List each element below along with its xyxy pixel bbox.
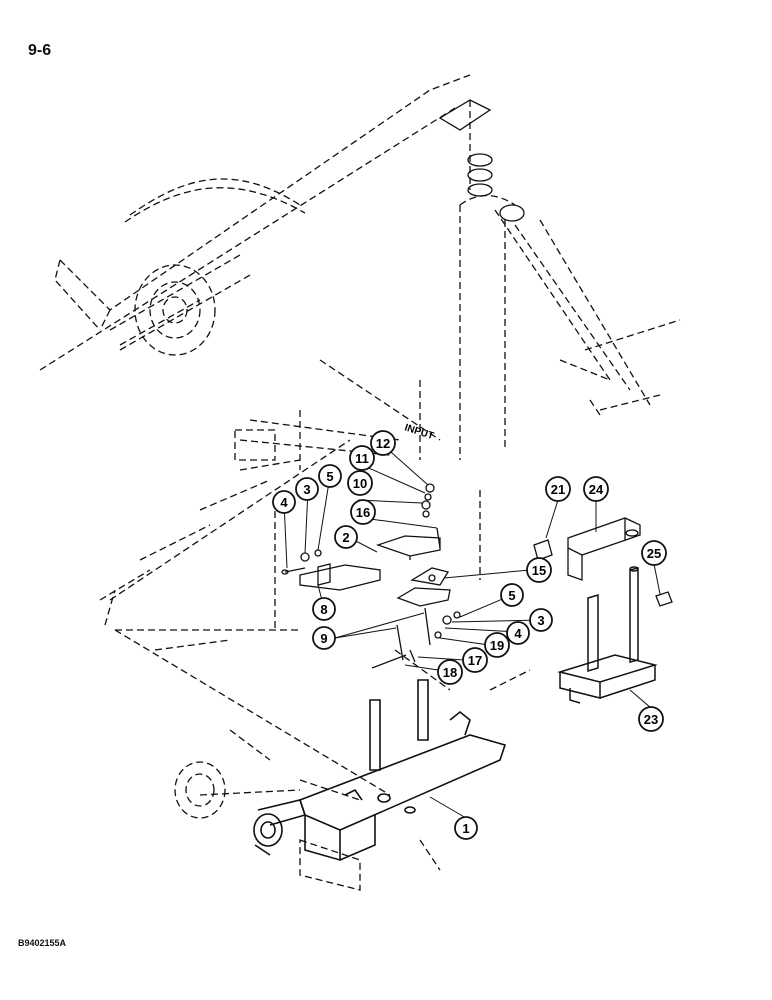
svg-text:17: 17 [468, 653, 482, 668]
square-25 [655, 591, 673, 607]
figure-code: B9402155A [18, 938, 67, 948]
bracket-24 [567, 517, 641, 581]
stand-23 [557, 566, 658, 704]
bolts [281, 527, 441, 669]
callout-19: 19 [484, 632, 510, 658]
callout-1: 1 [454, 816, 478, 840]
plate-upper [375, 535, 441, 560]
svg-text:5: 5 [326, 469, 333, 484]
callout-21: 21 [545, 476, 571, 502]
callout-3: 3 [295, 477, 319, 501]
svg-text:18: 18 [443, 665, 457, 680]
svg-text:9: 9 [320, 631, 327, 646]
svg-text:3: 3 [537, 613, 544, 628]
callout-5: 5 [318, 464, 342, 488]
svg-text:21: 21 [551, 482, 565, 497]
svg-text:8: 8 [320, 602, 327, 617]
callout-15: 15 [526, 557, 552, 583]
callout-17: 17 [462, 647, 488, 673]
callout-12: 12 [370, 430, 396, 456]
callout-10: 10 [347, 470, 373, 496]
callouts: 1 2 3 3 4 4 5 5 [272, 430, 667, 840]
callout-2: 2 [334, 525, 358, 549]
pin-21 [533, 539, 553, 561]
plate-15 [410, 567, 450, 586]
callout-8: 8 [312, 597, 336, 621]
svg-text:2: 2 [342, 530, 349, 545]
callout-11: 11 [349, 445, 375, 471]
top-bracket [438, 99, 525, 222]
page-number: 9-6 [28, 42, 52, 59]
main-frame [253, 679, 507, 862]
callout-4: 4 [506, 621, 530, 645]
svg-text:3: 3 [303, 482, 310, 497]
svg-text:11: 11 [355, 451, 369, 466]
svg-text:23: 23 [644, 712, 658, 727]
svg-text:16: 16 [356, 505, 370, 520]
svg-text:12: 12 [376, 436, 390, 451]
svg-text:5: 5 [508, 588, 515, 603]
callout-18: 18 [437, 659, 463, 685]
plate-lower [396, 587, 451, 607]
plate-left [299, 563, 381, 591]
input-label: INPUT [403, 422, 435, 442]
washers-nuts [300, 483, 461, 639]
svg-text:24: 24 [589, 482, 604, 497]
svg-text:15: 15 [532, 563, 546, 578]
callout-24: 24 [583, 476, 609, 502]
callout-16: 16 [350, 499, 376, 525]
callout-9: 9 [312, 626, 336, 650]
svg-text:25: 25 [647, 546, 661, 561]
callout-5: 5 [500, 583, 524, 607]
svg-text:4: 4 [280, 495, 288, 510]
callout-4: 4 [272, 490, 296, 514]
callout-23: 23 [638, 706, 664, 732]
svg-text:1: 1 [462, 821, 469, 836]
svg-text:4: 4 [514, 626, 522, 641]
svg-text:10: 10 [353, 476, 367, 491]
leader-lines [283, 444, 661, 819]
callout-25: 25 [641, 540, 667, 566]
background-machine [39, 74, 681, 891]
svg-text:19: 19 [490, 638, 504, 653]
callout-3: 3 [529, 608, 553, 632]
